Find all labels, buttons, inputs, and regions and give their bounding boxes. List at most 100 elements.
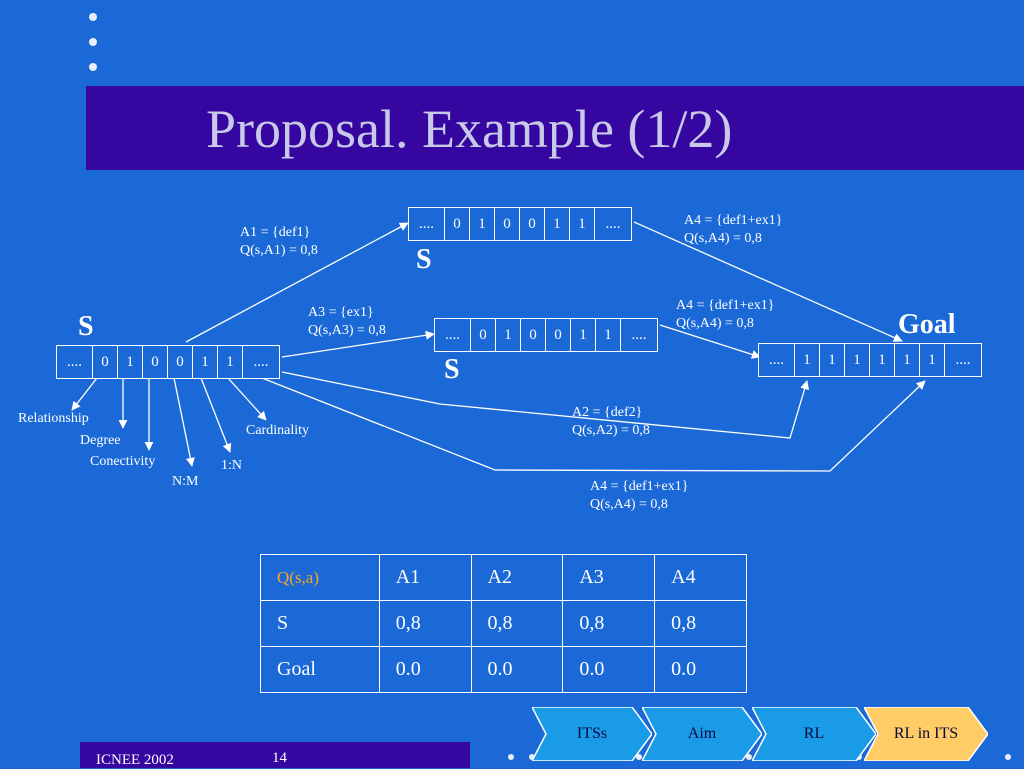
- state-goal-label: Goal: [898, 309, 956, 340]
- action-a4-bottom-label: A4 = {def1+ex1} Q(s,A4) = 0,8: [590, 479, 689, 513]
- q-value-table: Q(s,a) A1 A2 A3 A4 S 0,8 0,8 0,8 0,8 Goa…: [260, 554, 747, 693]
- state-cell: 1: [845, 344, 870, 376]
- decor-dot: [529, 754, 535, 760]
- arrow-cardinality: [227, 377, 267, 421]
- table-cell: 0,8: [378, 600, 472, 647]
- state-cell: 1: [496, 319, 521, 351]
- state-cell: ....: [605, 215, 621, 232]
- table-row: Q(s,a) A1 A2 A3 A4: [260, 554, 747, 601]
- decor-dot: [1005, 754, 1011, 760]
- feature-1n: 1:N: [221, 458, 242, 473]
- table-header-cell: Q(s,a): [260, 554, 380, 601]
- decor-dot: [746, 754, 752, 760]
- action-a4-top-label: A4 = {def1+ex1} Q(s,A4) = 0,8: [684, 213, 783, 247]
- feature-cardinality: Cardinality: [246, 423, 309, 438]
- arrow-a1: [185, 222, 409, 343]
- state-cell: 0: [471, 319, 496, 351]
- state-cell: 1: [920, 344, 945, 376]
- table-cell: 0.0: [378, 646, 472, 693]
- chevron-arrow-icon: [532, 707, 652, 761]
- action-a1-label: A1 = {def1} Q(s,A1) = 0,8: [240, 225, 318, 259]
- footer-bar: [80, 742, 470, 768]
- state-cell: 1: [218, 346, 243, 378]
- feature-conectivity: Conectivity: [90, 454, 156, 469]
- title-band: [86, 86, 1024, 170]
- arrow-a2: [281, 371, 810, 439]
- table-header-cell: A1: [378, 554, 472, 601]
- state-cell: 0: [445, 208, 470, 240]
- state-cell: 0: [495, 208, 520, 240]
- decor-dot: [508, 754, 514, 760]
- slide-title: Proposal. Example (1/2): [206, 99, 733, 159]
- table-cell: 0,8: [562, 600, 656, 647]
- table-cell: S: [260, 600, 380, 647]
- state-cell: 1: [596, 319, 621, 351]
- state-cell: 1: [470, 208, 495, 240]
- state-cell: 0: [143, 346, 168, 378]
- arrow-a4-top: [633, 221, 903, 342]
- state-cell: 1: [870, 344, 895, 376]
- table-cell: 0.0: [562, 646, 656, 693]
- arrow-a3: [281, 330, 435, 358]
- state-cell: ....: [955, 351, 971, 368]
- feature-nm: N:M: [172, 474, 199, 489]
- table-header-cell: A3: [562, 554, 656, 601]
- state-cell: 1: [820, 344, 845, 376]
- action-a3-label: A3 = {ex1} Q(s,A3) = 0,8: [308, 305, 386, 339]
- state-cell: 1: [193, 346, 218, 378]
- arrow-relationship: [71, 377, 98, 411]
- page-number: 14: [272, 750, 287, 766]
- nav-button-rl-in-its[interactable]: RL in ITS: [864, 707, 988, 761]
- table-header-cell: A2: [470, 554, 564, 601]
- table-header-cell: A4: [654, 554, 747, 601]
- state-top-label: S: [416, 244, 432, 275]
- state-cell: 1: [570, 208, 595, 240]
- table-cell: 0,8: [654, 600, 747, 647]
- feature-relationship: Relationship: [18, 411, 89, 426]
- state-cell: 0: [168, 346, 193, 378]
- state-cell: 0: [520, 208, 545, 240]
- chevron-arrow-icon: [752, 707, 876, 761]
- arrow-a4-mid: [659, 324, 761, 359]
- action-a2-label: A2 = {def2} Q(s,A2) = 0,8: [572, 405, 650, 439]
- table-row: Goal 0.0 0.0 0.0 0.0: [260, 646, 747, 693]
- state-goal: .... 1 1 1 1 1 1 ....: [758, 343, 982, 377]
- decor-dot: [89, 38, 97, 46]
- table-cell: Goal: [260, 646, 380, 693]
- decor-dot: [89, 13, 97, 21]
- nav-button-aim[interactable]: Aim: [642, 707, 762, 761]
- state-cell: ....: [759, 344, 795, 376]
- state-cell: 0: [93, 346, 118, 378]
- state-middle-label: S: [444, 354, 460, 385]
- state-cell: ....: [57, 346, 93, 378]
- arrow-a4-bottom: [261, 377, 926, 472]
- footer-conference: ICNEE 2002: [96, 752, 174, 768]
- table-row: S 0,8 0,8 0,8 0,8: [260, 600, 747, 647]
- chevron-arrow-icon: [642, 707, 762, 761]
- state-cell: 1: [895, 344, 920, 376]
- state-start-label: S: [78, 311, 94, 342]
- table-cell: 0.0: [470, 646, 564, 693]
- table-cell: 0,8: [470, 600, 564, 647]
- state-cell: 1: [545, 208, 570, 240]
- state-middle: .... 0 1 0 0 1 1 ....: [434, 318, 658, 352]
- arrow-nm: [173, 377, 195, 467]
- state-start: .... 0 1 0 0 1 1 ....: [56, 345, 280, 379]
- state-cell: 1: [795, 344, 820, 376]
- decor-dot: [89, 63, 97, 71]
- chevron-arrow-icon: [864, 707, 988, 761]
- nav-button-itss[interactable]: ITSs: [532, 707, 652, 761]
- state-top: .... 0 1 0 0 1 1 ....: [408, 207, 632, 241]
- feature-degree: Degree: [80, 433, 121, 448]
- state-cell: ....: [253, 353, 269, 370]
- state-cell: 1: [571, 319, 596, 351]
- state-cell: 0: [546, 319, 571, 351]
- arrow-1n: [200, 377, 232, 453]
- state-cell: 1: [118, 346, 143, 378]
- nav-button-rl[interactable]: RL: [752, 707, 876, 761]
- state-cell: ....: [631, 326, 647, 343]
- action-a4-mid-label: A4 = {def1+ex1} Q(s,A4) = 0,8: [676, 298, 775, 332]
- state-cell: 0: [521, 319, 546, 351]
- decor-dot: [636, 754, 642, 760]
- state-cell: ....: [409, 208, 445, 240]
